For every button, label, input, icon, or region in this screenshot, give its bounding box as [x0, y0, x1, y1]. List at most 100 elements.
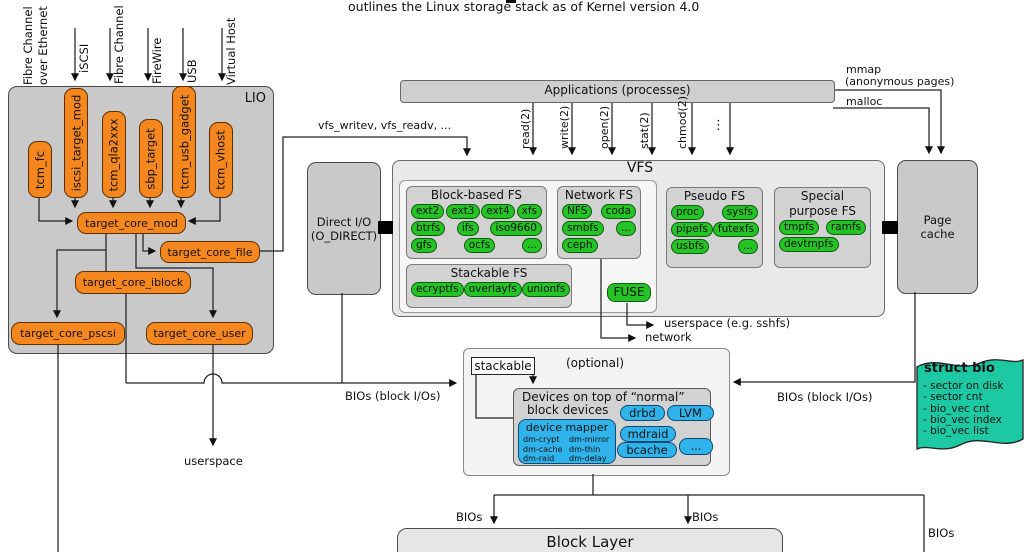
- special-row-1: tmpfs ramfs: [779, 220, 866, 235]
- optional-tag: (optional): [566, 356, 624, 370]
- special-fs-title-1: Special: [800, 189, 845, 203]
- struct-bio-field-5: - bio_vec list: [923, 425, 989, 438]
- syscall-more-dots: ⋮: [712, 118, 725, 133]
- bios-label-3: BIOs: [928, 526, 955, 540]
- lio-label: LIO: [244, 91, 266, 106]
- device-mdraid: mdraid: [620, 426, 676, 442]
- protocol-arrows: [71, 28, 226, 82]
- network-row-2: smbfs ...: [562, 221, 636, 236]
- pseudo-fs-box: Pseudo FS proc sysfs pipefs futexfs usbf…: [666, 187, 763, 268]
- fs-ceph: ceph: [562, 238, 598, 253]
- vfs-label: VFS: [626, 160, 654, 176]
- syscall-read: read(2): [519, 108, 532, 149]
- fs-ext2: ext2: [411, 204, 445, 219]
- struct-bio-title: struct bio: [924, 361, 995, 376]
- fs-more-pseudo: ...: [737, 239, 758, 254]
- fs-more-block: ...: [521, 238, 542, 253]
- fs-iso9660: iso9660: [490, 221, 542, 236]
- fs-unionfs: unionfs: [521, 282, 571, 297]
- dm-thin: dm-thin: [569, 444, 601, 454]
- module-sbp-target: sbp_target: [139, 119, 163, 198]
- fs-ramfs: ramfs: [825, 220, 866, 235]
- fs-fuse: FUSE: [607, 283, 651, 302]
- fs-ext4: ext4: [481, 204, 515, 219]
- mmap-label: mmap: [846, 63, 882, 76]
- dm-mirror: dm-mirror: [569, 435, 610, 444]
- bios-label-1: BIOs: [456, 510, 483, 524]
- device-drbd: drbd: [620, 405, 665, 421]
- label-iscsi: iSCSI: [77, 43, 91, 73]
- module-iscsi-target-mod: iscsi_target_mod: [64, 88, 88, 198]
- fs-proc: proc: [671, 205, 704, 220]
- module-tcm-vhost: tcm_vhost: [209, 122, 233, 198]
- direct-io-box: Direct I/O (O_DIRECT): [307, 162, 381, 295]
- block-based-fs-box: Block-based FS ext2 ext3 ext4 xfs btrfs …: [406, 186, 547, 259]
- fs-overlayfs: overlayfs: [463, 282, 522, 297]
- fs-usbfs: usbfs: [671, 239, 709, 254]
- pseudo-row-3: usbfs ...: [671, 239, 758, 254]
- device-lvm: LVM: [667, 405, 714, 421]
- bios-label-2: BIOs: [692, 510, 719, 524]
- anonymous-pages-label: (anonymous pages): [845, 75, 955, 88]
- device-bcache: bcache: [617, 442, 677, 458]
- box-target-core-file: target_core_file: [160, 241, 260, 263]
- fs-gfs: gfs: [411, 238, 437, 253]
- special-fs-box: Special purpose FS tmpfs ramfs devtmpfs: [774, 187, 871, 268]
- module-tcm-qla2xxx: tcm_qla2xxx: [102, 111, 126, 198]
- network-row-1: NFS coda: [562, 204, 636, 219]
- label-fcoe-line1: Fibre Channel: [21, 6, 35, 85]
- network-fs-title: Network FS: [564, 188, 634, 202]
- fs-pipefs: pipefs: [671, 222, 713, 237]
- page-cache-line2: cache: [920, 227, 955, 241]
- label-fcoe-line2: over Ethernet: [36, 6, 50, 85]
- cutoff-text-mark: [506, 0, 516, 3]
- pseudo-row-2: pipefs futexfs: [671, 222, 759, 237]
- box-target-core-iblock: target_core_iblock: [75, 271, 191, 294]
- network-label: network: [645, 330, 692, 344]
- stackable-fs-box: Stackable FS ecryptfs overlayfs unionfs: [406, 264, 572, 308]
- device-mapper-title: device mapper: [525, 421, 609, 434]
- pseudo-fs-title: Pseudo FS: [683, 189, 746, 203]
- module-tcm-qla2xxx-label: tcm_qla2xxx: [107, 117, 121, 192]
- module-tcm-vhost-label: tcm_vhost: [214, 130, 229, 190]
- box-target-core-pscsi: target_core_pscsi: [11, 322, 125, 345]
- syscall-chmod: chmod(2): [676, 95, 689, 149]
- devices-title-1: Devices on top of “normal”: [522, 390, 685, 404]
- stackable-tag: stackable: [471, 357, 535, 375]
- fs-ext3: ext3: [446, 204, 480, 219]
- syscall-stat: stat(2): [638, 112, 651, 149]
- special-fs-title-2: purpose FS: [789, 204, 856, 218]
- userspace-sshfs-label: userspace (e.g. sshfs): [664, 316, 791, 330]
- dm-crypt: dm-crypt: [523, 435, 560, 444]
- device-more: ...: [679, 438, 713, 455]
- fs-ifs: ifs: [456, 221, 479, 236]
- bios-left-label: BIOs (block I/Os): [345, 389, 441, 403]
- stackable-fs-title: Stackable FS: [450, 266, 528, 280]
- fs-xfs: xfs: [516, 204, 542, 219]
- struct-bio-field-2: - sector cnt: [923, 391, 983, 404]
- fs-devtmpfs: devtmpfs: [779, 237, 839, 252]
- module-tcm-usb-gadget: tcm_usb_gadget: [172, 86, 196, 198]
- device-mapper-box: device mapper dm-crypt dm-mirror dm-cach…: [518, 419, 616, 464]
- block-layer-label: Block Layer: [546, 533, 634, 551]
- module-tcm-usb-gadget-label: tcm_usb_gadget: [177, 94, 191, 190]
- fs-ocfs: ocfs: [463, 238, 496, 253]
- fs-coda: coda: [600, 204, 636, 219]
- device-mapper-items: dm-crypt dm-mirror dm-cache dm-thin dm-r…: [519, 434, 615, 464]
- devices-title-2: block devices: [527, 403, 609, 417]
- box-target-core-mod: target_core_mod: [77, 212, 186, 234]
- module-iscsi-target-mod-label: iscsi_target_mod: [69, 94, 84, 192]
- module-tcm-fc-label: tcm_fc: [33, 150, 47, 189]
- module-sbp-target-label: sbp_target: [144, 127, 158, 190]
- fs-tmpfs: tmpfs: [779, 220, 820, 235]
- syscall-write: write(2): [558, 105, 571, 149]
- label-virtual-host: Virtual Host: [224, 17, 238, 85]
- network-fs-box: Network FS NFS coda smbfs ... ceph: [557, 186, 641, 259]
- bios-right-label: BIOs (block I/Os): [777, 390, 873, 404]
- page-cache-line1: Page: [923, 213, 952, 227]
- page-title: outlines the Linux storage stack as of K…: [348, 0, 700, 14]
- block-based-row-2: btrfs ifs iso9660: [411, 221, 542, 236]
- block-based-row-3: gfs ocfs ...: [411, 238, 542, 253]
- stackable-row: ecryptfs overlayfs unionfs: [411, 282, 571, 297]
